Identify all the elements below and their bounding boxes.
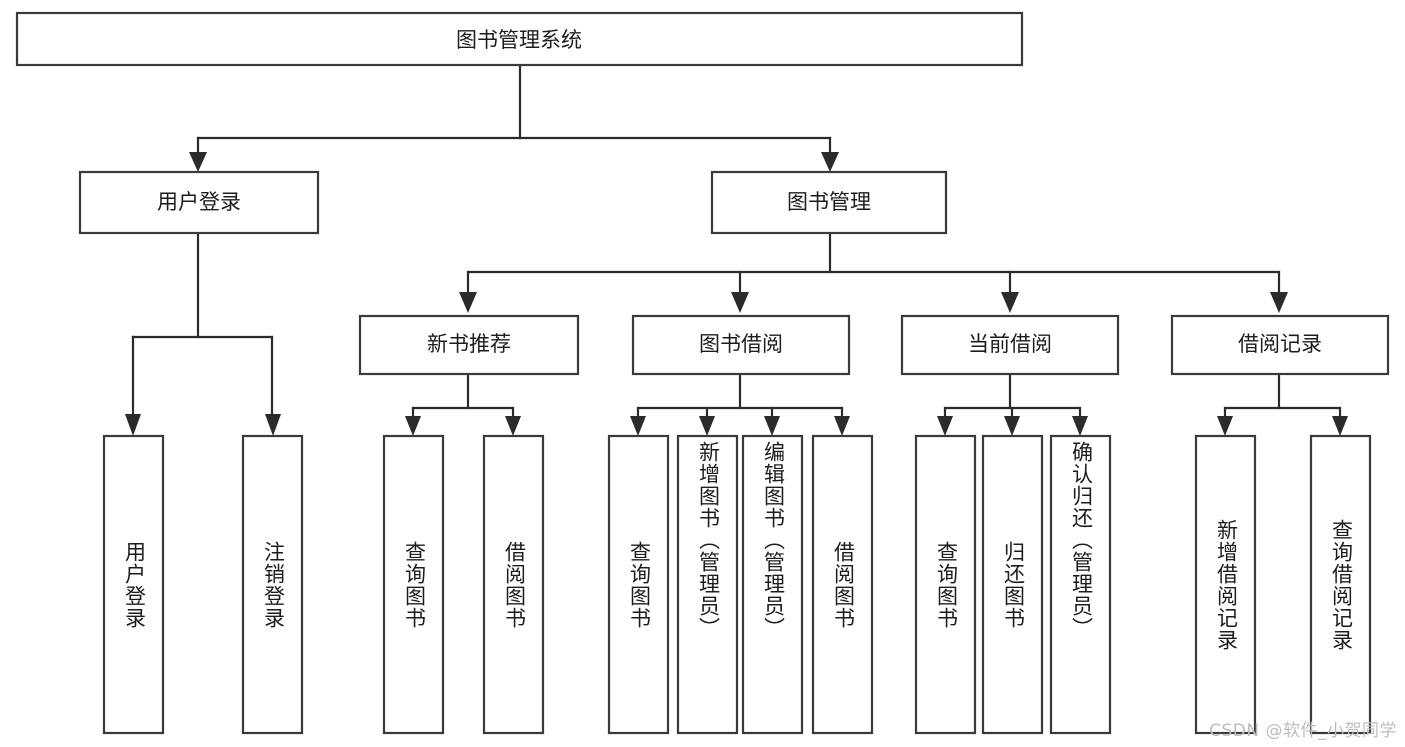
arrow-head-br-leaf-1 <box>1217 416 1233 436</box>
leaf-box-cb-confirm-return[interactable] <box>1049 434 1112 735</box>
arrow-head-cb-leaf-2 <box>1004 416 1020 436</box>
node-borrow-record[interactable]: 借阅记录 <box>1170 314 1390 376</box>
node-book-manage[interactable]: 图书管理 <box>710 170 948 235</box>
leaf-box-cb-return-book[interactable] <box>981 434 1044 735</box>
arrow-head-book-manage <box>821 152 839 172</box>
arrow-head-nb-leaf-2 <box>505 416 521 436</box>
arrow-head-bb-leaf-4 <box>834 416 850 436</box>
arrow-head-user-login <box>189 152 207 172</box>
leaf-box-logout[interactable] <box>241 434 304 735</box>
arrow-head-leaf-user-login <box>125 414 141 436</box>
node-book-manage-box[interactable] <box>710 170 948 235</box>
leaf-box-user-login[interactable] <box>102 434 165 735</box>
node-user-login-box[interactable] <box>78 170 320 235</box>
node-book-borrow[interactable]: 图书借阅 <box>631 314 851 376</box>
leaf-box-bb-edit-book[interactable] <box>741 434 804 735</box>
leaf-box-bb-query-book[interactable] <box>607 434 670 735</box>
arrow-head-book-borrow <box>731 292 749 313</box>
node-book-manage-label: 图书管理 <box>787 190 871 214</box>
node-user-login-label: 用户登录 <box>157 190 241 214</box>
arrow-head-current-borrow <box>1001 292 1019 313</box>
node-current-borrow-label: 当前借阅 <box>968 332 1052 356</box>
arrow-head-bb-leaf-3 <box>764 416 780 436</box>
arrow-head-cb-leaf-1 <box>937 416 953 436</box>
leaf-box-br-add-record[interactable] <box>1194 434 1257 735</box>
arrow-head-leaf-logout <box>265 414 281 436</box>
arrow-head-borrow-record <box>1270 292 1288 313</box>
node-current-borrow[interactable]: 当前借阅 <box>900 314 1120 376</box>
leaf-box-br-query-record[interactable] <box>1309 434 1372 735</box>
leaf-box-nb-query-book[interactable] <box>382 434 445 735</box>
node-user-login[interactable]: 用户登录 <box>78 170 320 235</box>
node-book-borrow-box[interactable] <box>631 314 851 376</box>
leaf-box-bb-add-book[interactable] <box>676 434 739 735</box>
arrow-head-new-book <box>459 292 477 313</box>
leaf-box-layer <box>102 434 1372 735</box>
leaf-box-cb-query-book[interactable] <box>914 434 977 735</box>
arrow-head-bb-leaf-1 <box>630 416 646 436</box>
node-book-borrow-label: 图书借阅 <box>699 332 783 356</box>
arrow-head-br-leaf-2 <box>1332 416 1348 436</box>
node-root-label: 图书管理系统 <box>456 28 582 52</box>
arrow-head-bb-leaf-2 <box>699 416 715 436</box>
node-borrow-record-box[interactable] <box>1170 314 1390 376</box>
node-new-book-recommend[interactable]: 新书推荐 <box>358 314 580 376</box>
leaf-box-bb-borrow-book[interactable] <box>811 434 874 735</box>
node-current-borrow-box[interactable] <box>900 314 1120 376</box>
node-root[interactable]: 图书管理系统 <box>15 11 1024 67</box>
connector-layer <box>125 63 1348 436</box>
node-new-book-recommend-box[interactable] <box>358 314 580 376</box>
arrow-head-nb-leaf-1 <box>405 416 421 436</box>
arrow-head-cb-leaf-3 <box>1072 416 1088 436</box>
leaf-box-nb-borrow-book[interactable] <box>482 434 545 735</box>
watermark-text: CSDN @软件_小贺同学 <box>1209 721 1397 741</box>
node-root-box[interactable] <box>15 11 1024 67</box>
node-borrow-record-label: 借阅记录 <box>1238 332 1322 356</box>
node-new-book-recommend-label: 新书推荐 <box>427 332 511 356</box>
